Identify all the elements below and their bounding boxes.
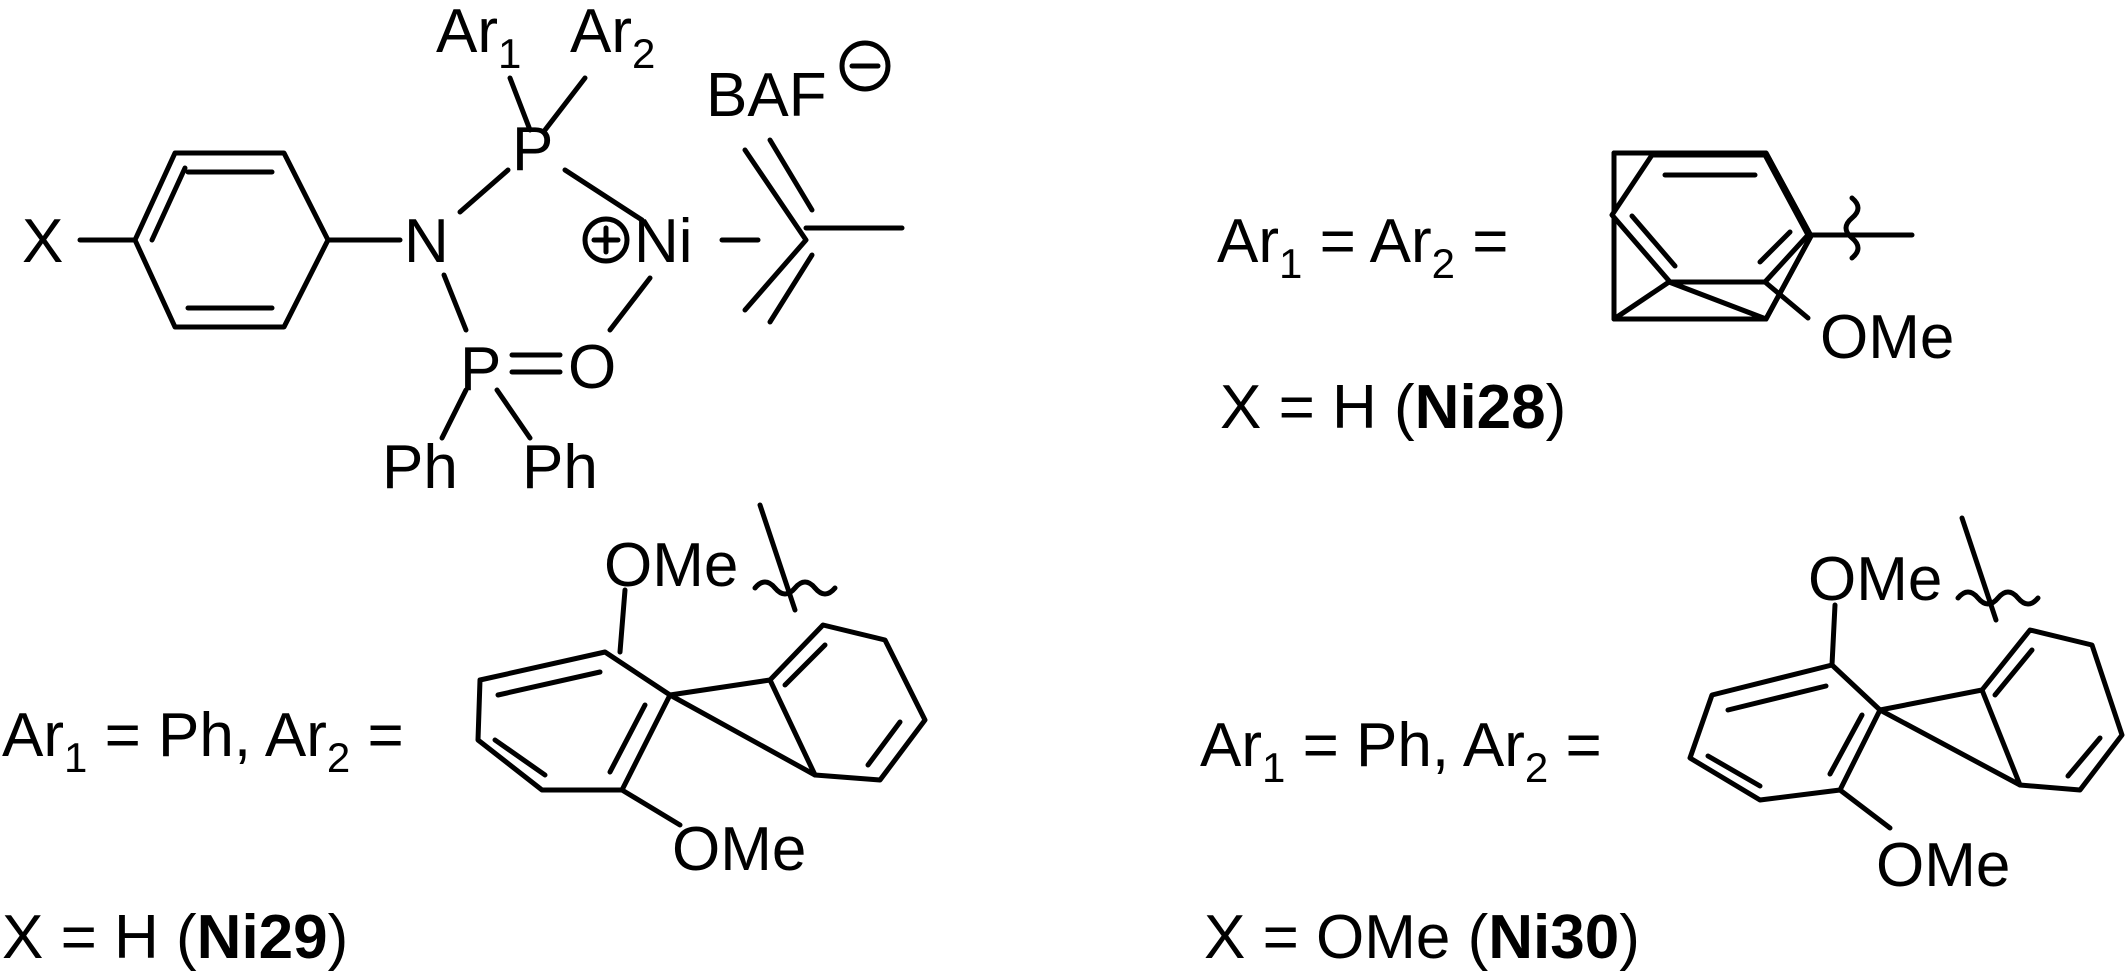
ni-atom-label: Ni	[634, 207, 693, 276]
x-definition: X = H (Ni29)	[2, 903, 348, 972]
positive-charge-icon	[582, 216, 630, 264]
ome-bond-top	[617, 587, 628, 655]
o-atom-label: O	[568, 333, 616, 402]
biaryl-ring-right	[1877, 627, 2125, 793]
p-ph-right-bond	[494, 387, 533, 441]
ph-right-label: Ph	[522, 433, 598, 502]
p-ar2-bond	[542, 75, 588, 133]
ome-label: OMe	[1808, 545, 1942, 614]
x-definition: X = OMe (Ni30)	[1204, 903, 1640, 972]
ome-bond-top	[1829, 602, 1838, 668]
p-ni-bond	[562, 167, 645, 223]
n-p-lower-bond	[441, 272, 469, 333]
p-ph-left-bond	[439, 387, 469, 441]
counterion-label: BAF	[706, 61, 827, 130]
ph-left-label: Ph	[382, 433, 458, 502]
p-upper-label: P	[512, 115, 553, 184]
ar2-label: Ar2	[570, 0, 655, 77]
anisyl-ring-drawn	[1609, 152, 1915, 321]
x-label: X	[22, 207, 63, 276]
aryl-ring-inner-bond	[149, 165, 188, 243]
attachment-wavy-icon	[752, 579, 838, 597]
ome-label: OMe	[1876, 831, 2010, 900]
attachment-wavy-icon	[1955, 589, 2041, 607]
x-definition: X = H (Ni28)	[1220, 373, 1566, 442]
p-ar1-bond	[507, 75, 533, 133]
variant-ni30: Ar1 = Ph, Ar2 = OMe OMe X = OMe (Ni30)	[1200, 515, 2125, 972]
ome-bond-bottom	[619, 787, 683, 828]
ar1-label: Ar1	[436, 0, 521, 77]
ome-label: OMe	[604, 531, 738, 600]
biaryl-ring-left	[475, 649, 673, 793]
biaryl-ring-left	[1687, 662, 1883, 803]
p-lower-label: P	[460, 335, 501, 404]
ar-definition: Ar1 = Ar2 =	[1217, 207, 1508, 287]
o-ni-bond	[607, 275, 653, 333]
aryl-ring	[132, 150, 331, 330]
ar-definition: Ar1 = Ph, Ar2 =	[1200, 711, 1602, 791]
ome-bond-bottom	[1837, 787, 1893, 831]
allyl-ligand-inner	[767, 252, 815, 325]
ome-label: OMe	[1820, 303, 1954, 372]
variant-ni28: Ar1 = Ar2 = OMe X = H (Ni28)	[1217, 150, 1954, 442]
biaryl-ring-right	[667, 622, 928, 783]
nickel-complex: X N P P O Ni Ar1 Ar2 BAF Ph Ph	[22, 0, 905, 502]
negative-charge-icon	[839, 40, 891, 92]
allyl-ligand	[742, 147, 809, 313]
allyl-ligand-inner	[767, 137, 815, 213]
n-p-bond	[457, 167, 511, 215]
ome-label: OMe	[672, 815, 806, 884]
ar-definition: Ar1 = Ph, Ar2 =	[2, 701, 404, 781]
n-atom-label: N	[404, 207, 449, 276]
variant-ni29: Ar1 = Ph, Ar2 = OMe OMe X = H (Ni29)	[2, 502, 928, 972]
